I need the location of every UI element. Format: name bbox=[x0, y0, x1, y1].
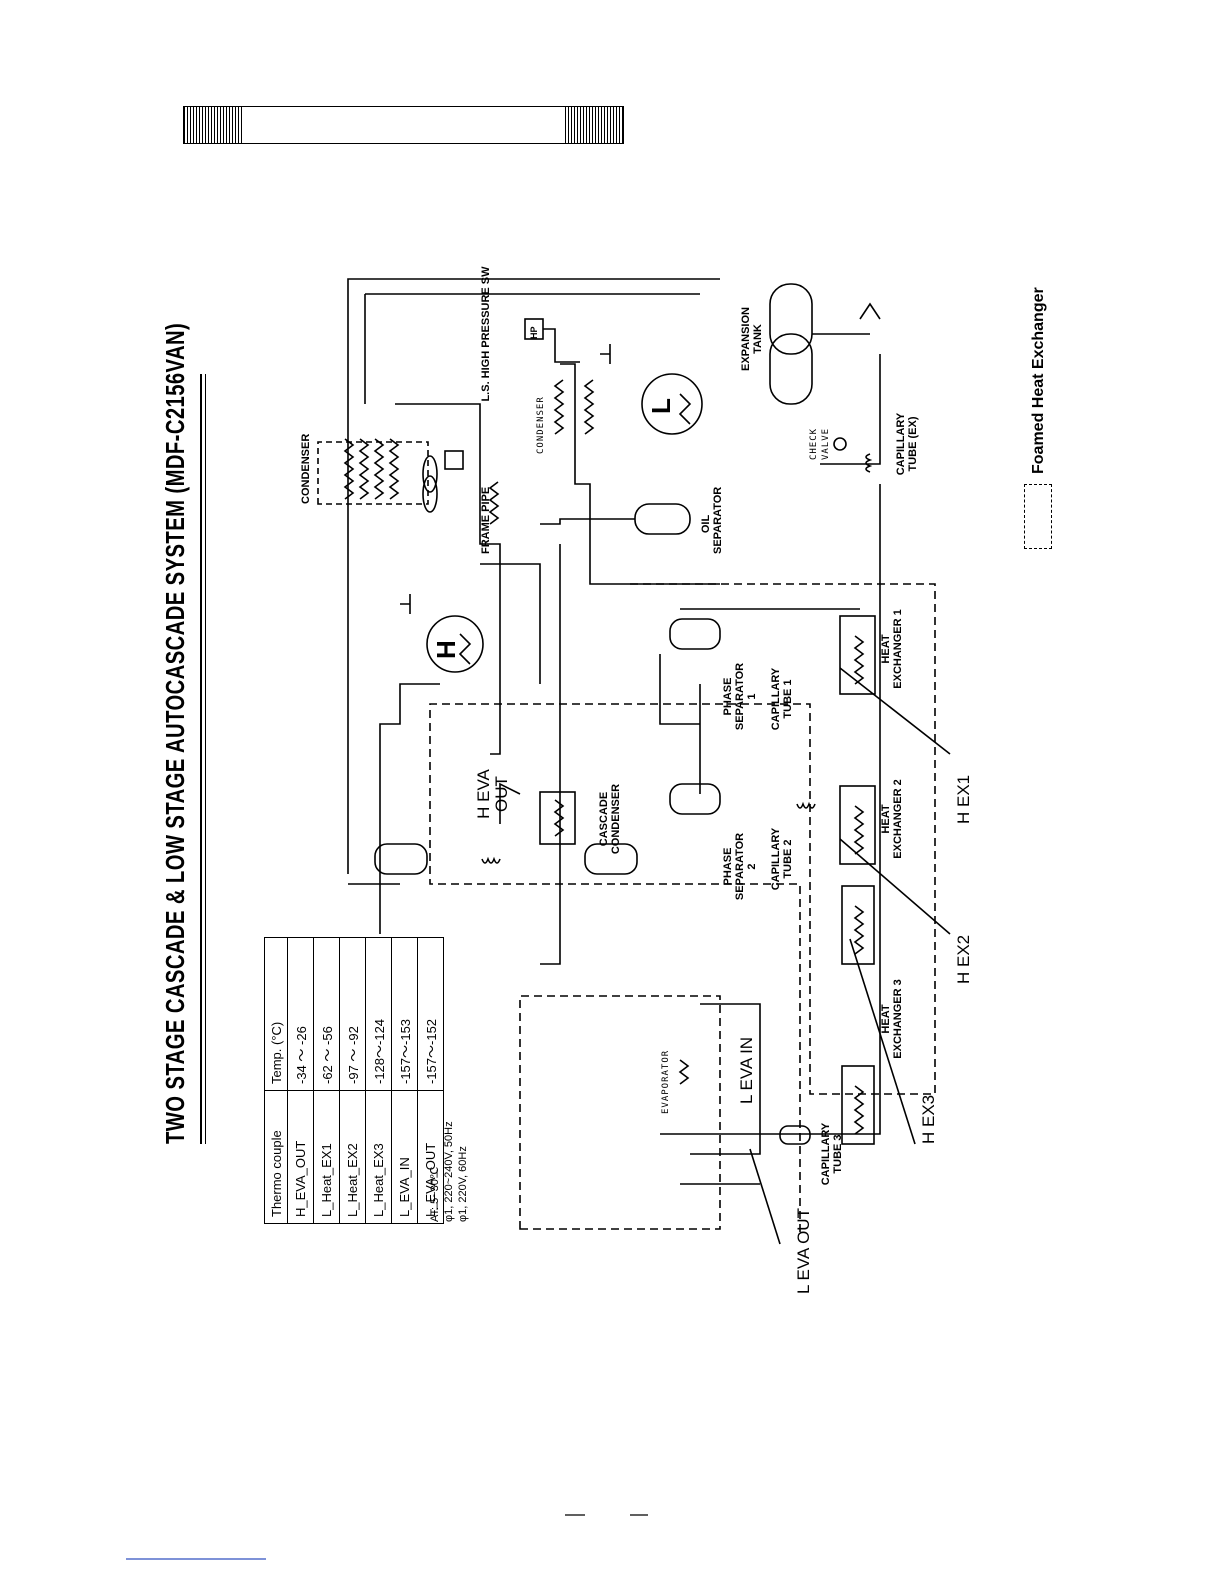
pointer-l-eva-out bbox=[749, 1148, 781, 1245]
valve-h-icon bbox=[400, 594, 411, 614]
label-h-eva-out: H EVA OUT bbox=[474, 769, 511, 819]
pipe-l-condenser bbox=[560, 363, 720, 585]
pointer-hex3 bbox=[849, 938, 916, 1145]
heat-exchanger-4-coil bbox=[853, 1085, 865, 1135]
condenser-coil-3 bbox=[373, 438, 385, 500]
label-heat-exchanger-3: HEAT EXCHANGER 3 bbox=[880, 979, 904, 1059]
condenser-l-coil-1 bbox=[553, 379, 565, 435]
foamed-region-outline bbox=[429, 583, 936, 1234]
pipe-oil-sep bbox=[540, 518, 635, 525]
oil-separator-icon bbox=[634, 503, 691, 535]
accumulator-icon bbox=[779, 1125, 811, 1145]
compressor-l-icon bbox=[641, 373, 703, 435]
label-evaporator: EVAPORATOR bbox=[661, 1049, 671, 1114]
pointer-hex1 bbox=[839, 667, 951, 755]
cascade-condenser-box bbox=[539, 791, 576, 845]
capillary-ex-coil bbox=[865, 453, 873, 473]
label-frame-pipe: FRAME PIPE bbox=[480, 486, 492, 554]
label-condenser-l: CONDENSER bbox=[536, 396, 546, 454]
label-check-valve: CHECK VALVE bbox=[809, 427, 831, 461]
label-l-eva-out: L EVA OUT bbox=[794, 1208, 813, 1294]
pipe-top-outer bbox=[347, 278, 720, 874]
legend-label: Foamed Heat Exchanger bbox=[1030, 287, 1047, 474]
condenser-coil-2 bbox=[358, 438, 370, 500]
condenser-l-coil-2 bbox=[583, 379, 595, 435]
capillary-1-coil bbox=[796, 801, 816, 809]
receiver-2-icon bbox=[584, 843, 638, 875]
pipe-frame-loop bbox=[395, 403, 501, 755]
header-band bbox=[183, 106, 624, 144]
heat-exchanger-4-box bbox=[841, 1065, 875, 1145]
pointer-hex2 bbox=[839, 838, 951, 935]
label-hp-box: HP bbox=[529, 326, 539, 339]
label-phase-separator-2: PHASE SEPARATOR 2 bbox=[722, 832, 758, 901]
pipe-h-discharge bbox=[379, 683, 440, 934]
fan-blade-icon bbox=[422, 455, 438, 493]
legend-swatch bbox=[1024, 484, 1052, 549]
pipe-hp-switch bbox=[543, 328, 580, 363]
phase-separator-2-icon bbox=[669, 783, 721, 815]
fan-blade-icon bbox=[422, 475, 438, 513]
condenser-coil-1 bbox=[343, 438, 355, 500]
header-hatch-left bbox=[184, 107, 242, 143]
valve-ex-icon bbox=[859, 302, 881, 320]
pipe-h-eva-out bbox=[499, 782, 521, 824]
heat-exchanger-2-coil bbox=[853, 805, 865, 855]
pipe-check-valve bbox=[820, 354, 881, 465]
heat-exchanger-1-coil bbox=[853, 635, 865, 685]
heat-exchanger-1-box bbox=[839, 615, 876, 695]
label-heat-exchanger-1: HEAT EXCHANGER 1 bbox=[880, 609, 904, 689]
expansion-tank-2-icon bbox=[769, 333, 813, 405]
compressor-h-motor bbox=[458, 633, 472, 665]
heat-exchanger-2-box bbox=[839, 785, 876, 865]
pipe-h-suction bbox=[480, 563, 541, 684]
cascade-condenser-coil bbox=[553, 799, 565, 837]
label-capillary-ex: CAPILLARY TUBE (EX) bbox=[895, 412, 919, 476]
label-hex2: H EX2 bbox=[954, 934, 973, 984]
label-expansion-tank: EXPANSION TANK bbox=[740, 307, 764, 371]
heat-exchanger-3-coil bbox=[853, 905, 865, 955]
label-phase-separator-1: PHASE SEPARATOR 1 bbox=[722, 662, 758, 731]
pipe-cascade-feed bbox=[540, 544, 561, 965]
label-capillary-2: CAPILLARY TUBE 2 bbox=[770, 827, 794, 891]
label-condenser: CONDENSER bbox=[300, 433, 312, 504]
frame-pipe-coil bbox=[488, 481, 500, 525]
pipe-hex1 bbox=[680, 608, 860, 794]
pipe-low-main bbox=[660, 484, 881, 1135]
fan-motor-icon bbox=[444, 450, 464, 470]
condenser-coil-4 bbox=[388, 438, 400, 500]
label-cascade-condenser: CASCADE CONDENSER bbox=[598, 783, 622, 855]
phase-separator-1-icon bbox=[669, 618, 721, 650]
label-hp-switch: L.S. HIGH PRESSURE SW bbox=[480, 266, 492, 402]
label-capillary-1: CAPILLARY TUBE 1 bbox=[770, 667, 794, 731]
compressor-h-icon bbox=[426, 615, 484, 673]
label-heat-exchanger-2: HEAT EXCHANGER 2 bbox=[880, 779, 904, 859]
header-hatch-right bbox=[565, 107, 623, 143]
footer-marks bbox=[126, 1514, 648, 1560]
label-hex1: H EX1 bbox=[954, 774, 973, 824]
condenser-frame bbox=[317, 441, 429, 505]
expansion-tank-1-icon bbox=[769, 283, 813, 355]
compressor-l-motor bbox=[678, 393, 692, 425]
label-oil-separator: OIL SEPARATOR bbox=[700, 486, 724, 554]
label-capillary-3: CAPILLARY TUBE 3 bbox=[820, 1122, 844, 1186]
label-l-eva-in: L EVA IN bbox=[737, 1036, 756, 1104]
valve-l-icon bbox=[600, 344, 611, 364]
check-valve-icon bbox=[833, 437, 847, 451]
cabinet-outline bbox=[519, 995, 721, 1230]
label-hex3: H EX3 bbox=[919, 1094, 938, 1144]
label-compressor-h: H bbox=[431, 640, 461, 659]
pipe-evap-in bbox=[690, 1003, 761, 1155]
capillary-cascade-coil bbox=[481, 856, 501, 864]
evaporator-coil bbox=[678, 1059, 690, 1085]
label-compressor-l: L bbox=[646, 398, 676, 414]
pipe-hex2 bbox=[659, 654, 700, 725]
receiver-1-icon bbox=[374, 843, 428, 875]
